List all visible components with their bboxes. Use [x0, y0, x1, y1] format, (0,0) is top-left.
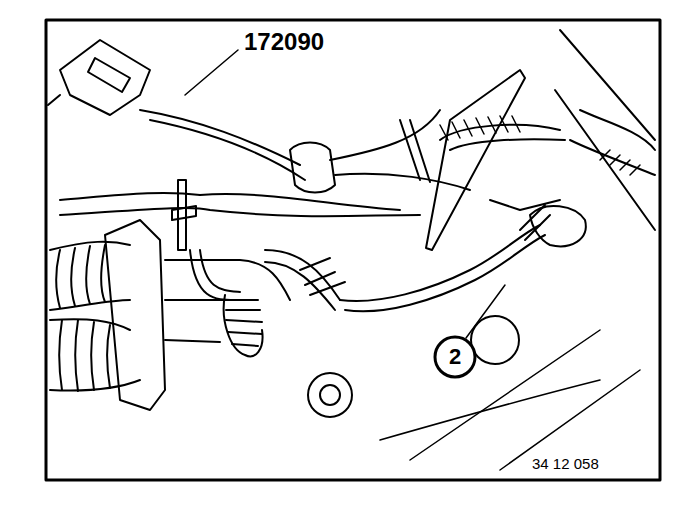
callout-circle	[435, 337, 475, 377]
housing-edge	[380, 330, 640, 470]
cable-tie	[172, 180, 196, 250]
corrugated-hose	[440, 116, 640, 175]
leader-line	[185, 50, 238, 95]
part-number: 172090	[242, 30, 326, 54]
callout-number: 2	[449, 346, 461, 368]
wire-harness	[60, 30, 655, 230]
frame	[46, 20, 660, 480]
bolt	[308, 316, 519, 417]
plug-connector	[48, 40, 150, 115]
sensor-cable	[190, 205, 586, 356]
rubber-boot	[50, 220, 290, 410]
leader-line	[466, 285, 505, 338]
figure-number: 34 12 058	[530, 456, 601, 471]
tool	[426, 70, 560, 250]
